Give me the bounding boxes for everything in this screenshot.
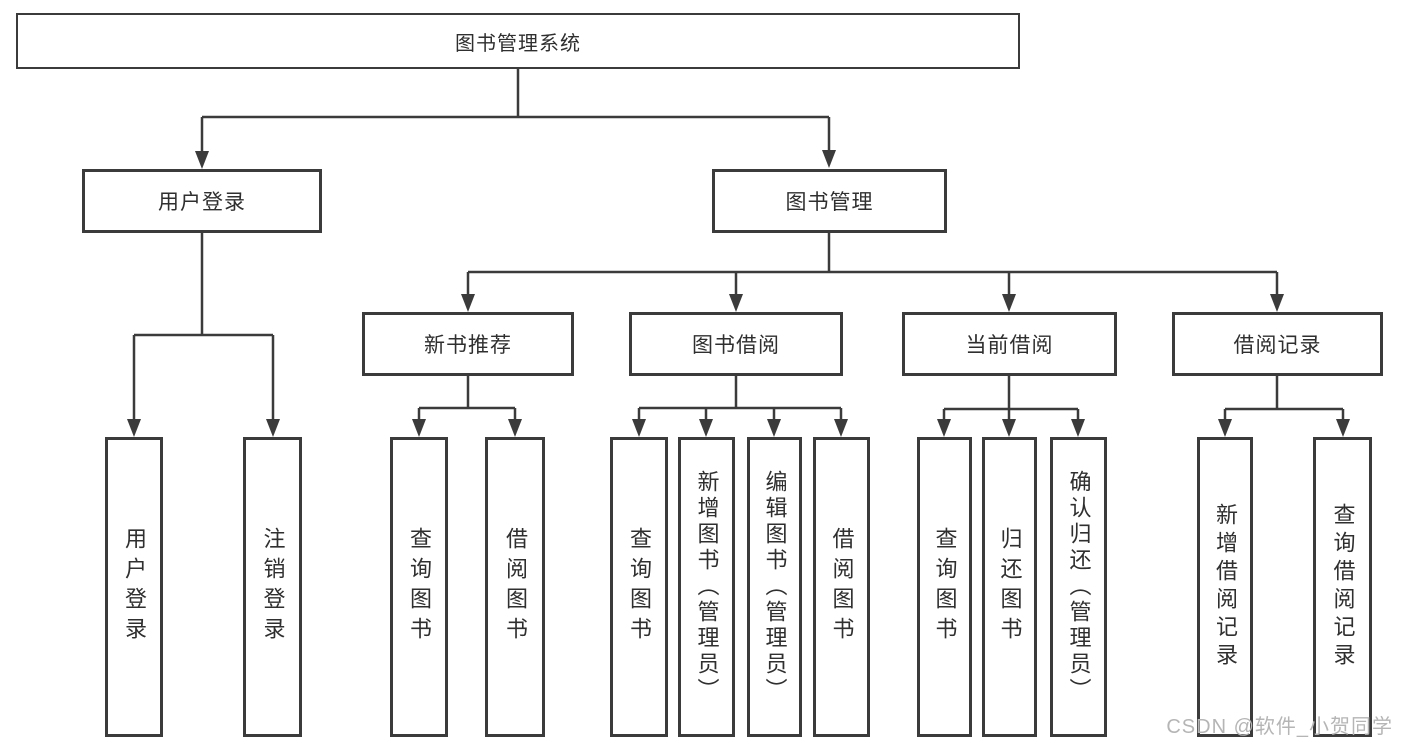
arrow-to-leaf-query-record xyxy=(1336,419,1350,437)
leaf-query-books-1: 查询图书 xyxy=(390,437,448,737)
leaf-edit-book-admin: 编辑图书（管理员） xyxy=(747,437,802,737)
node-label: 新增图书（管理员） xyxy=(694,470,720,704)
node-user-login: 用户登录 xyxy=(82,169,322,233)
arrow-to-book-borrow xyxy=(729,294,743,312)
node-label: 查询图书 xyxy=(627,527,652,647)
node-label: 用户登录 xyxy=(158,191,246,214)
leaf-logout: 注销登录 xyxy=(243,437,302,737)
node-new-book-recommendation: 新书推荐 xyxy=(362,312,574,376)
node-label: 查询借阅记录 xyxy=(1330,503,1356,671)
arrow-to-leaf-borrow-books-2 xyxy=(834,419,848,437)
node-label: 用户登录 xyxy=(122,527,147,647)
arrow-to-leaf-add-book xyxy=(699,419,713,437)
leaf-return-book: 归还图书 xyxy=(982,437,1037,737)
arrow-to-current-borrow xyxy=(1002,294,1016,312)
node-borrow-records: 借阅记录 xyxy=(1172,312,1383,376)
arrow-to-leaf-edit-book xyxy=(767,419,781,437)
node-label: 图书借阅 xyxy=(692,334,780,357)
node-label: 查询图书 xyxy=(932,527,958,647)
node-library-management-system: 图书管理系统 xyxy=(16,13,1020,69)
arrow-to-leaf-query-books-2 xyxy=(632,419,646,437)
leaf-query-books-3: 查询图书 xyxy=(917,437,972,737)
node-book-management: 图书管理 xyxy=(712,169,947,233)
arrow-to-new-book-rec xyxy=(461,294,475,312)
node-label: 注销登录 xyxy=(260,527,286,647)
node-book-borrowing: 图书借阅 xyxy=(629,312,843,376)
node-label: 查询图书 xyxy=(407,527,432,647)
leaf-borrow-books-2: 借阅图书 xyxy=(813,437,870,737)
arrow-to-borrow-records xyxy=(1270,294,1284,312)
leaf-borrow-books-1: 借阅图书 xyxy=(485,437,545,737)
arrow-to-leaf-return-book xyxy=(1002,419,1016,437)
node-label: 借阅记录 xyxy=(1233,334,1322,357)
arrow-to-leaf-confirm-return xyxy=(1071,419,1085,437)
leaf-user-login: 用户登录 xyxy=(105,437,163,737)
node-label: 借阅图书 xyxy=(503,527,528,647)
arrow-to-leaf-query-books-1 xyxy=(412,419,426,437)
leaf-add-book-admin: 新增图书（管理员） xyxy=(678,437,735,737)
leaf-query-books-2: 查询图书 xyxy=(610,437,668,737)
node-label: 当前借阅 xyxy=(965,334,1054,357)
node-current-borrowing: 当前借阅 xyxy=(902,312,1117,376)
csdn-watermark: CSDN @软件_小贺同学 xyxy=(1166,716,1393,738)
node-label: 编辑图书（管理员） xyxy=(762,470,788,704)
leaf-confirm-return-admin: 确认归还（管理员） xyxy=(1050,437,1107,737)
node-label: 新书推荐 xyxy=(424,334,512,357)
leaf-add-borrow-record: 新增借阅记录 xyxy=(1197,437,1253,737)
node-label: 确认归还（管理员） xyxy=(1066,470,1092,704)
node-label: 图书管理 xyxy=(785,191,874,214)
arrow-to-leaf-query-books-3 xyxy=(937,419,951,437)
node-label: 新增借阅记录 xyxy=(1213,503,1238,671)
arrow-to-book-management xyxy=(822,150,836,168)
arrow-to-leaf-user-login xyxy=(127,419,141,437)
node-label: 归还图书 xyxy=(997,527,1023,647)
arrow-to-leaf-logout xyxy=(266,419,280,437)
leaf-query-borrow-record: 查询借阅记录 xyxy=(1313,437,1372,737)
arrow-to-leaf-borrow-books-1 xyxy=(508,419,522,437)
arrowhead-icons xyxy=(127,150,1350,437)
node-label: 图书管理系统 xyxy=(455,32,581,55)
node-label: 借阅图书 xyxy=(829,527,855,647)
arrow-to-leaf-add-record xyxy=(1218,419,1232,437)
arrow-to-user-login xyxy=(195,151,209,169)
